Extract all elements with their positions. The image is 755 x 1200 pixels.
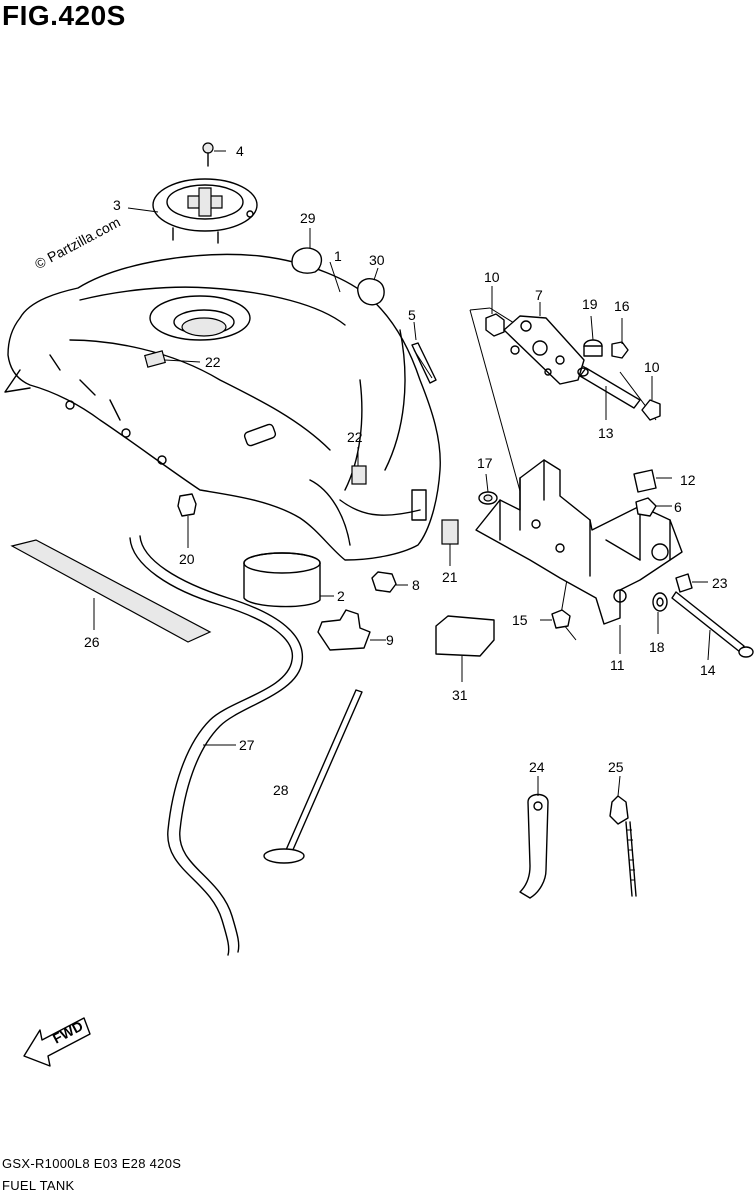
- callout-15[interactable]: 15: [512, 612, 528, 628]
- part-21-label[interactable]: [441, 519, 459, 566]
- callout-14[interactable]: 14: [700, 662, 716, 678]
- callout-22-upper[interactable]: 22: [205, 354, 221, 370]
- callout-6[interactable]: 6: [674, 499, 682, 515]
- callout-31[interactable]: 31: [452, 687, 468, 703]
- callout-2[interactable]: 2: [337, 588, 345, 604]
- part-3-fuel-cap[interactable]: [127, 178, 258, 244]
- part-30-cushion[interactable]: [357, 267, 385, 306]
- part-28-drain-hose[interactable]: [263, 689, 363, 864]
- part-18-washer[interactable]: [652, 592, 668, 634]
- part-22-label-lower[interactable]: [351, 447, 367, 485]
- callout-20[interactable]: 20: [179, 551, 195, 567]
- callout-10-left[interactable]: 10: [484, 269, 500, 285]
- part-31-cushion-pad[interactable]: [435, 615, 495, 682]
- figure-title: FIG.420S: [2, 0, 126, 31]
- footer-model-code: GSX-R1000L8 E03 E28 420S: [2, 1156, 182, 1171]
- callout-11[interactable]: 11: [610, 657, 625, 673]
- part-5-cushion-strip[interactable]: [411, 321, 437, 384]
- callout-7[interactable]: 7: [535, 287, 543, 303]
- part-13-pipe[interactable]: [577, 367, 641, 420]
- callout-16[interactable]: 16: [614, 298, 630, 314]
- callout-8[interactable]: 8: [412, 577, 420, 593]
- callout-18[interactable]: 18: [649, 639, 665, 655]
- callout-10-right[interactable]: 10: [644, 359, 660, 375]
- callout-1[interactable]: 1: [334, 248, 342, 264]
- callout-19[interactable]: 19: [582, 296, 598, 312]
- part-26-tape[interactable]: [10, 539, 212, 643]
- callout-27[interactable]: 27: [239, 737, 255, 753]
- part-15-bolt[interactable]: [540, 609, 571, 629]
- callout-29[interactable]: 29: [300, 210, 316, 226]
- footer-section-name: FUEL TANK: [2, 1178, 75, 1193]
- part-24-clamp[interactable]: [519, 776, 549, 899]
- callout-28[interactable]: 28: [273, 782, 289, 798]
- callout-9[interactable]: 9: [386, 632, 394, 648]
- part-2-cushion[interactable]: [243, 552, 334, 608]
- part-6-nut[interactable]: [635, 497, 672, 517]
- part-23-clip[interactable]: [675, 573, 708, 593]
- callout-3[interactable]: 3: [113, 197, 121, 213]
- callout-12[interactable]: 12: [680, 472, 696, 488]
- part-16-bolt[interactable]: [611, 318, 629, 359]
- callout-26[interactable]: 26: [84, 634, 100, 650]
- part-11-bracket[interactable]: [475, 459, 683, 654]
- callout-17[interactable]: 17: [477, 455, 493, 471]
- callout-23[interactable]: 23: [712, 575, 728, 591]
- part-27-hose[interactable]: [129, 535, 304, 956]
- callout-22-lower[interactable]: 22: [347, 429, 363, 445]
- part-1-fuel-tank[interactable]: [4, 253, 441, 561]
- part-29-cushion[interactable]: [291, 228, 323, 274]
- part-19-collar[interactable]: [583, 315, 603, 357]
- part-10-washer-left[interactable]: [485, 286, 505, 337]
- part-4-bolt[interactable]: [202, 142, 226, 167]
- part-8-cushion[interactable]: [371, 571, 408, 593]
- part-7-bracket-plate[interactable]: [503, 302, 585, 385]
- callout-21[interactable]: 21: [442, 569, 458, 585]
- callout-5[interactable]: 5: [408, 307, 416, 323]
- part-25-tie-band[interactable]: [609, 775, 637, 897]
- part-14-bolt[interactable]: [671, 591, 754, 661]
- fwd-arrow: FWD: [23, 1017, 91, 1067]
- callout-25[interactable]: 25: [608, 759, 624, 775]
- callout-numbers: 1 2 3 4 5 6 7 8 9 10 10 11 12 13 14 15 1…: [84, 143, 728, 798]
- part-22-label-upper[interactable]: [144, 350, 201, 368]
- callout-4[interactable]: 4: [236, 143, 244, 159]
- part-12-clip[interactable]: [633, 469, 672, 493]
- part-20-cushion[interactable]: [177, 493, 197, 548]
- part-9-bracket-cushion[interactable]: [317, 609, 386, 651]
- part-17-grommet[interactable]: [478, 473, 498, 505]
- callout-24[interactable]: 24: [529, 759, 545, 775]
- callout-30[interactable]: 30: [369, 252, 385, 268]
- callout-13[interactable]: 13: [598, 425, 614, 441]
- part-10-washer-right[interactable]: [641, 376, 661, 421]
